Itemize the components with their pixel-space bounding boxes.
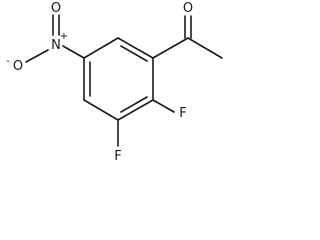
- nitro-group: N + O - O: [6, 1, 85, 74]
- ring-to-carbonyl-bond: [152, 37, 189, 59]
- methyl-bond: [187, 37, 223, 59]
- nitro-oxygen-charge: -: [6, 56, 10, 67]
- nitro-oxygen-double-label: O: [51, 1, 61, 16]
- nitro-single-bond: [25, 49, 49, 63]
- ring-double-bond-inner-1: [120, 45, 148, 62]
- fluorine-top-label: F: [179, 106, 186, 121]
- benzene-ring: [83, 37, 154, 121]
- fluorine-substituents: F F: [114, 99, 187, 164]
- ring-bond-3: [117, 99, 154, 121]
- nitro-nitrogen-charge: +: [60, 31, 68, 42]
- nitro-nitrogen-label: N: [51, 38, 61, 53]
- ring-bond-6: [83, 37, 119, 59]
- ring-bond-1: [117, 37, 154, 59]
- acetyl-group: O: [152, 1, 223, 59]
- ring-double-bond-inner-2: [120, 96, 148, 113]
- carbonyl-oxygen-label: O: [183, 1, 193, 16]
- ring-to-nitro-bond: [62, 45, 85, 59]
- structure-diagram: O N + O - O F F: [6, 1, 223, 164]
- fluorine-top-bond: [152, 99, 175, 113]
- fluorine-bottom-label: F: [114, 149, 121, 164]
- nitro-oxygen-single-label: O: [13, 59, 23, 74]
- ring-bond-4: [83, 99, 119, 121]
